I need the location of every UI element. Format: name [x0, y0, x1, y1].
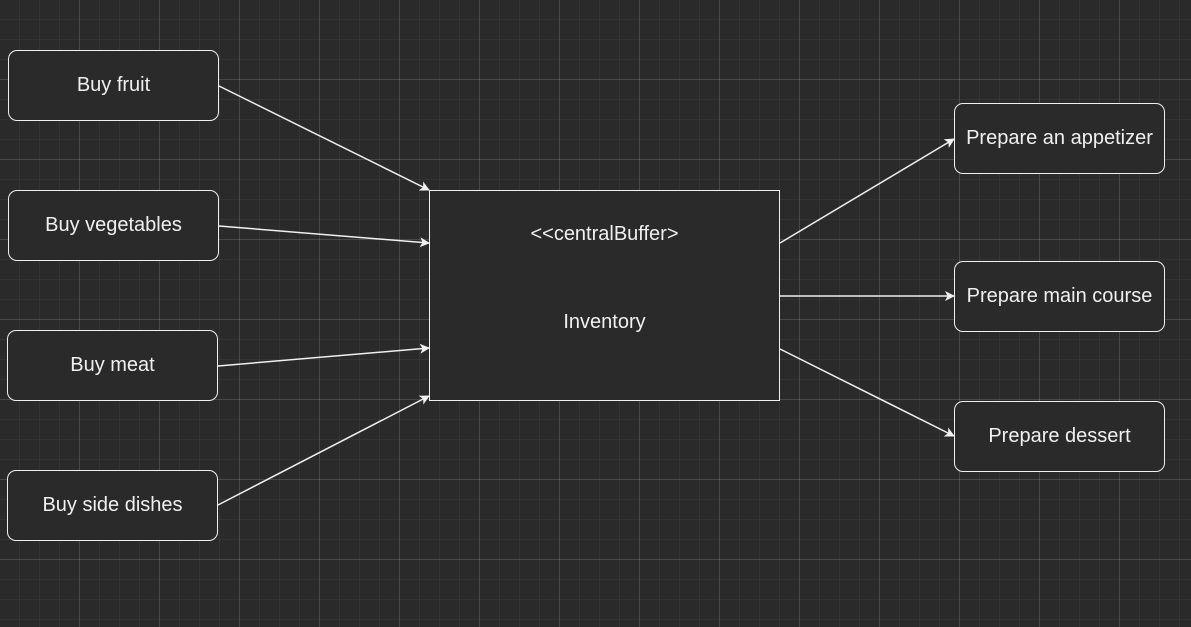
node-prepare-main-course[interactable]: Prepare main course: [954, 261, 1165, 332]
node-label: Buy side dishes: [42, 494, 183, 516]
node-prepare-appetizer[interactable]: Prepare an appetizer: [954, 103, 1165, 174]
edge-buy-side-dishes-to-inventory[interactable]: [217, 395, 430, 506]
edge-buy-fruit-to-inventory[interactable]: [218, 85, 430, 191]
edge-buy-meat-to-inventory[interactable]: [217, 343, 430, 367]
buffer-stereotype: <<centralBuffer>: [530, 223, 679, 245]
central-buffer-node[interactable]: <<centralBuffer> Inventory: [429, 190, 780, 401]
node-label: Prepare dessert: [988, 425, 1131, 447]
edge-buy-vegetables-to-inventory[interactable]: [218, 225, 430, 248]
node-buy-side-dishes[interactable]: Buy side dishes: [7, 470, 218, 541]
node-label: Buy fruit: [76, 74, 151, 96]
node-label: Prepare an appetizer: [966, 127, 1153, 149]
node-label: Buy meat: [70, 354, 155, 376]
node-buy-fruit[interactable]: Buy fruit: [8, 50, 219, 121]
node-label: Prepare main course: [966, 285, 1153, 307]
edge-inventory-to-dessert[interactable]: [779, 348, 955, 437]
node-buy-vegetables[interactable]: Buy vegetables: [8, 190, 219, 261]
node-buy-meat[interactable]: Buy meat: [7, 330, 218, 401]
node-label: Buy vegetables: [45, 214, 182, 236]
node-prepare-dessert[interactable]: Prepare dessert: [954, 401, 1165, 472]
buffer-name: Inventory: [563, 311, 646, 333]
edge-inventory-to-appetizer[interactable]: [779, 138, 955, 244]
